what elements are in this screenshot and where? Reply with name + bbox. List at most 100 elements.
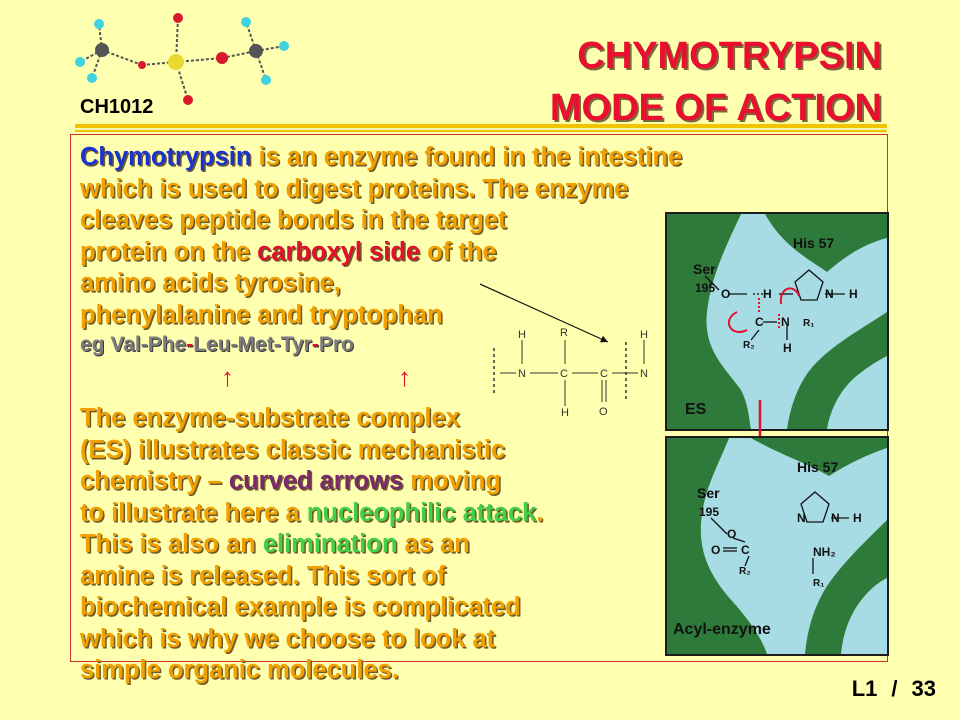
title-line-2: MODE OF ACTION [549, 87, 882, 129]
cleavage-arrow-2: ↑ [398, 362, 411, 392]
atom-label-h: H [640, 329, 648, 341]
title-line-1: CHYMOTRYPSIN [577, 35, 882, 77]
mechanism-line: amine is released. This sort of [80, 561, 446, 590]
protein-backbone [667, 214, 887, 429]
intro-line: protein on the carboxyl side of the [80, 237, 682, 269]
atom-r2: R₂ [739, 566, 751, 577]
mechanism-text: . [536, 498, 544, 527]
ser-number: 195 [695, 281, 715, 295]
atom-hydrogen [87, 73, 97, 83]
nucleophilic-attack-highlight: nucleophilic attack [306, 498, 537, 527]
intro-line: cleaves peptide bonds in the target [80, 206, 507, 234]
cleavage-site-2: - [311, 333, 319, 356]
atom-n: N [831, 511, 840, 525]
cleavage-site-1: - [186, 333, 194, 356]
atom-oxygen [216, 52, 228, 64]
es-label: ES [685, 401, 707, 418]
mechanism-line: simple organic molecules. [80, 656, 399, 684]
intro-line: Chymotrypsin is an enzyme found in the i… [80, 142, 682, 174]
atom-r1: R₁ [813, 578, 824, 589]
atom-h: H [853, 511, 862, 525]
mechanism-text: chemistry – [80, 467, 229, 495]
atom-o: O [727, 527, 736, 541]
atom-label-n: N [518, 368, 526, 380]
atom-carbon [249, 44, 263, 58]
atom-label-r: R [560, 327, 568, 339]
atom-h: H [849, 287, 858, 301]
intro-text: protein on the [80, 237, 258, 266]
atom-h: H [783, 341, 792, 355]
ser-label: Ser [693, 261, 716, 277]
page-separator: / [891, 676, 898, 701]
atom-n: N [825, 287, 834, 301]
atom-o: O [711, 543, 720, 557]
intro-line: which is used to digest proteins. The en… [80, 174, 629, 203]
slide-number: L1 / 33 [838, 676, 936, 702]
atom-label-c: C [560, 368, 568, 380]
peptide-part: Pro [318, 333, 354, 356]
atom-n: N [781, 315, 790, 329]
mechanism-line: The enzyme-substrate complex [80, 404, 460, 432]
protein-backbone [667, 438, 887, 654]
acyl-enzyme-figure: His 57 Ser 195 N N H O O C R₂ NH₂ R₁ Acy… [665, 436, 889, 656]
pointer-arrow [480, 283, 609, 343]
atom-n: N [797, 511, 806, 525]
slide-title: CHYMOTRYPSIN MODE OF ACTION [550, 30, 882, 134]
atom-oxygen [173, 13, 183, 23]
course-code: CH1012 [80, 96, 154, 118]
elimination-highlight: elimination [262, 530, 398, 558]
atom-c: C [741, 543, 750, 557]
lecture-label: L1 [851, 676, 878, 701]
es-complex-figure: His 57 Ser 195 O H N H C N R₁ H R₂ ES [665, 212, 889, 431]
mechanism-paragraph: The enzyme-substrate complex (ES) illust… [80, 403, 543, 687]
page-number: 33 [911, 676, 936, 701]
atom-label-h: H [518, 329, 526, 341]
atom-r1: R₁ [803, 318, 814, 329]
carboxyl-side-highlight: carboxyl side [257, 237, 421, 266]
ser-number: 195 [699, 505, 719, 519]
mechanism-line: This is also an elimination as an [80, 529, 543, 561]
intro-paragraph: Chymotrypsin is an enzyme found in the i… [80, 142, 682, 331]
atom-nh2: NH₂ [813, 545, 836, 559]
his57-label: His 57 [797, 459, 838, 475]
mechanism-text: moving [403, 467, 501, 495]
atom-hydrogen [279, 41, 289, 51]
intro-line: amino acids tyrosine, [80, 269, 341, 297]
peptide-backbone-structure: H R H N C C N H O [480, 283, 648, 419]
atom-label-h: H [561, 407, 569, 419]
title-underline [75, 124, 887, 128]
atom-hydrogen [241, 17, 251, 27]
atom-h: H [763, 287, 772, 301]
mechanism-text: to illustrate here a [80, 498, 307, 527]
mechanism-line: which is why we choose to look at [80, 624, 496, 653]
example-peptide: eg Val-Phe-Leu-Met-Tyr-Pro [80, 333, 354, 357]
mechanism-line: (ES) illustrates classic mechanistic [80, 435, 506, 464]
atom-o: O [721, 287, 730, 301]
mechanism-line: biochemical example is complicated [80, 593, 521, 621]
atom-carbon [95, 43, 109, 57]
atom-hydrogen [261, 75, 271, 85]
mechanism-text: as an [397, 530, 470, 558]
atom-oxygen [183, 95, 193, 105]
his57-label: His 57 [793, 235, 834, 251]
molecule-logo [75, 13, 289, 105]
atom-label-o: O [599, 406, 608, 418]
peptide-part: Leu-Met-Tyr [193, 333, 312, 356]
mechanism-line: chemistry – curved arrows moving [80, 466, 543, 498]
mechanism-line: to illustrate here a nucleophilic attack… [80, 498, 543, 530]
atom-label-n: N [640, 368, 648, 380]
intro-line: phenylalanine and tryptophan [80, 300, 443, 329]
ser-label: Ser [697, 485, 720, 501]
acyl-enzyme-label: Acyl-enzyme [673, 621, 771, 638]
intro-text: is an enzyme found in the intestine [251, 143, 683, 171]
atom-hydrogen [94, 19, 104, 29]
atom-hydrogen [75, 57, 85, 67]
cleavage-arrow-1: ↑ [221, 362, 234, 392]
atom-phosphorus [168, 54, 184, 70]
atom-oxygen [138, 61, 146, 69]
atom-r2: R₂ [743, 340, 755, 351]
peptide-part: eg Val-Phe [80, 333, 187, 356]
atom-c: C [755, 315, 764, 329]
atom-label-c: C [600, 368, 608, 380]
intro-text: of the [420, 237, 497, 266]
